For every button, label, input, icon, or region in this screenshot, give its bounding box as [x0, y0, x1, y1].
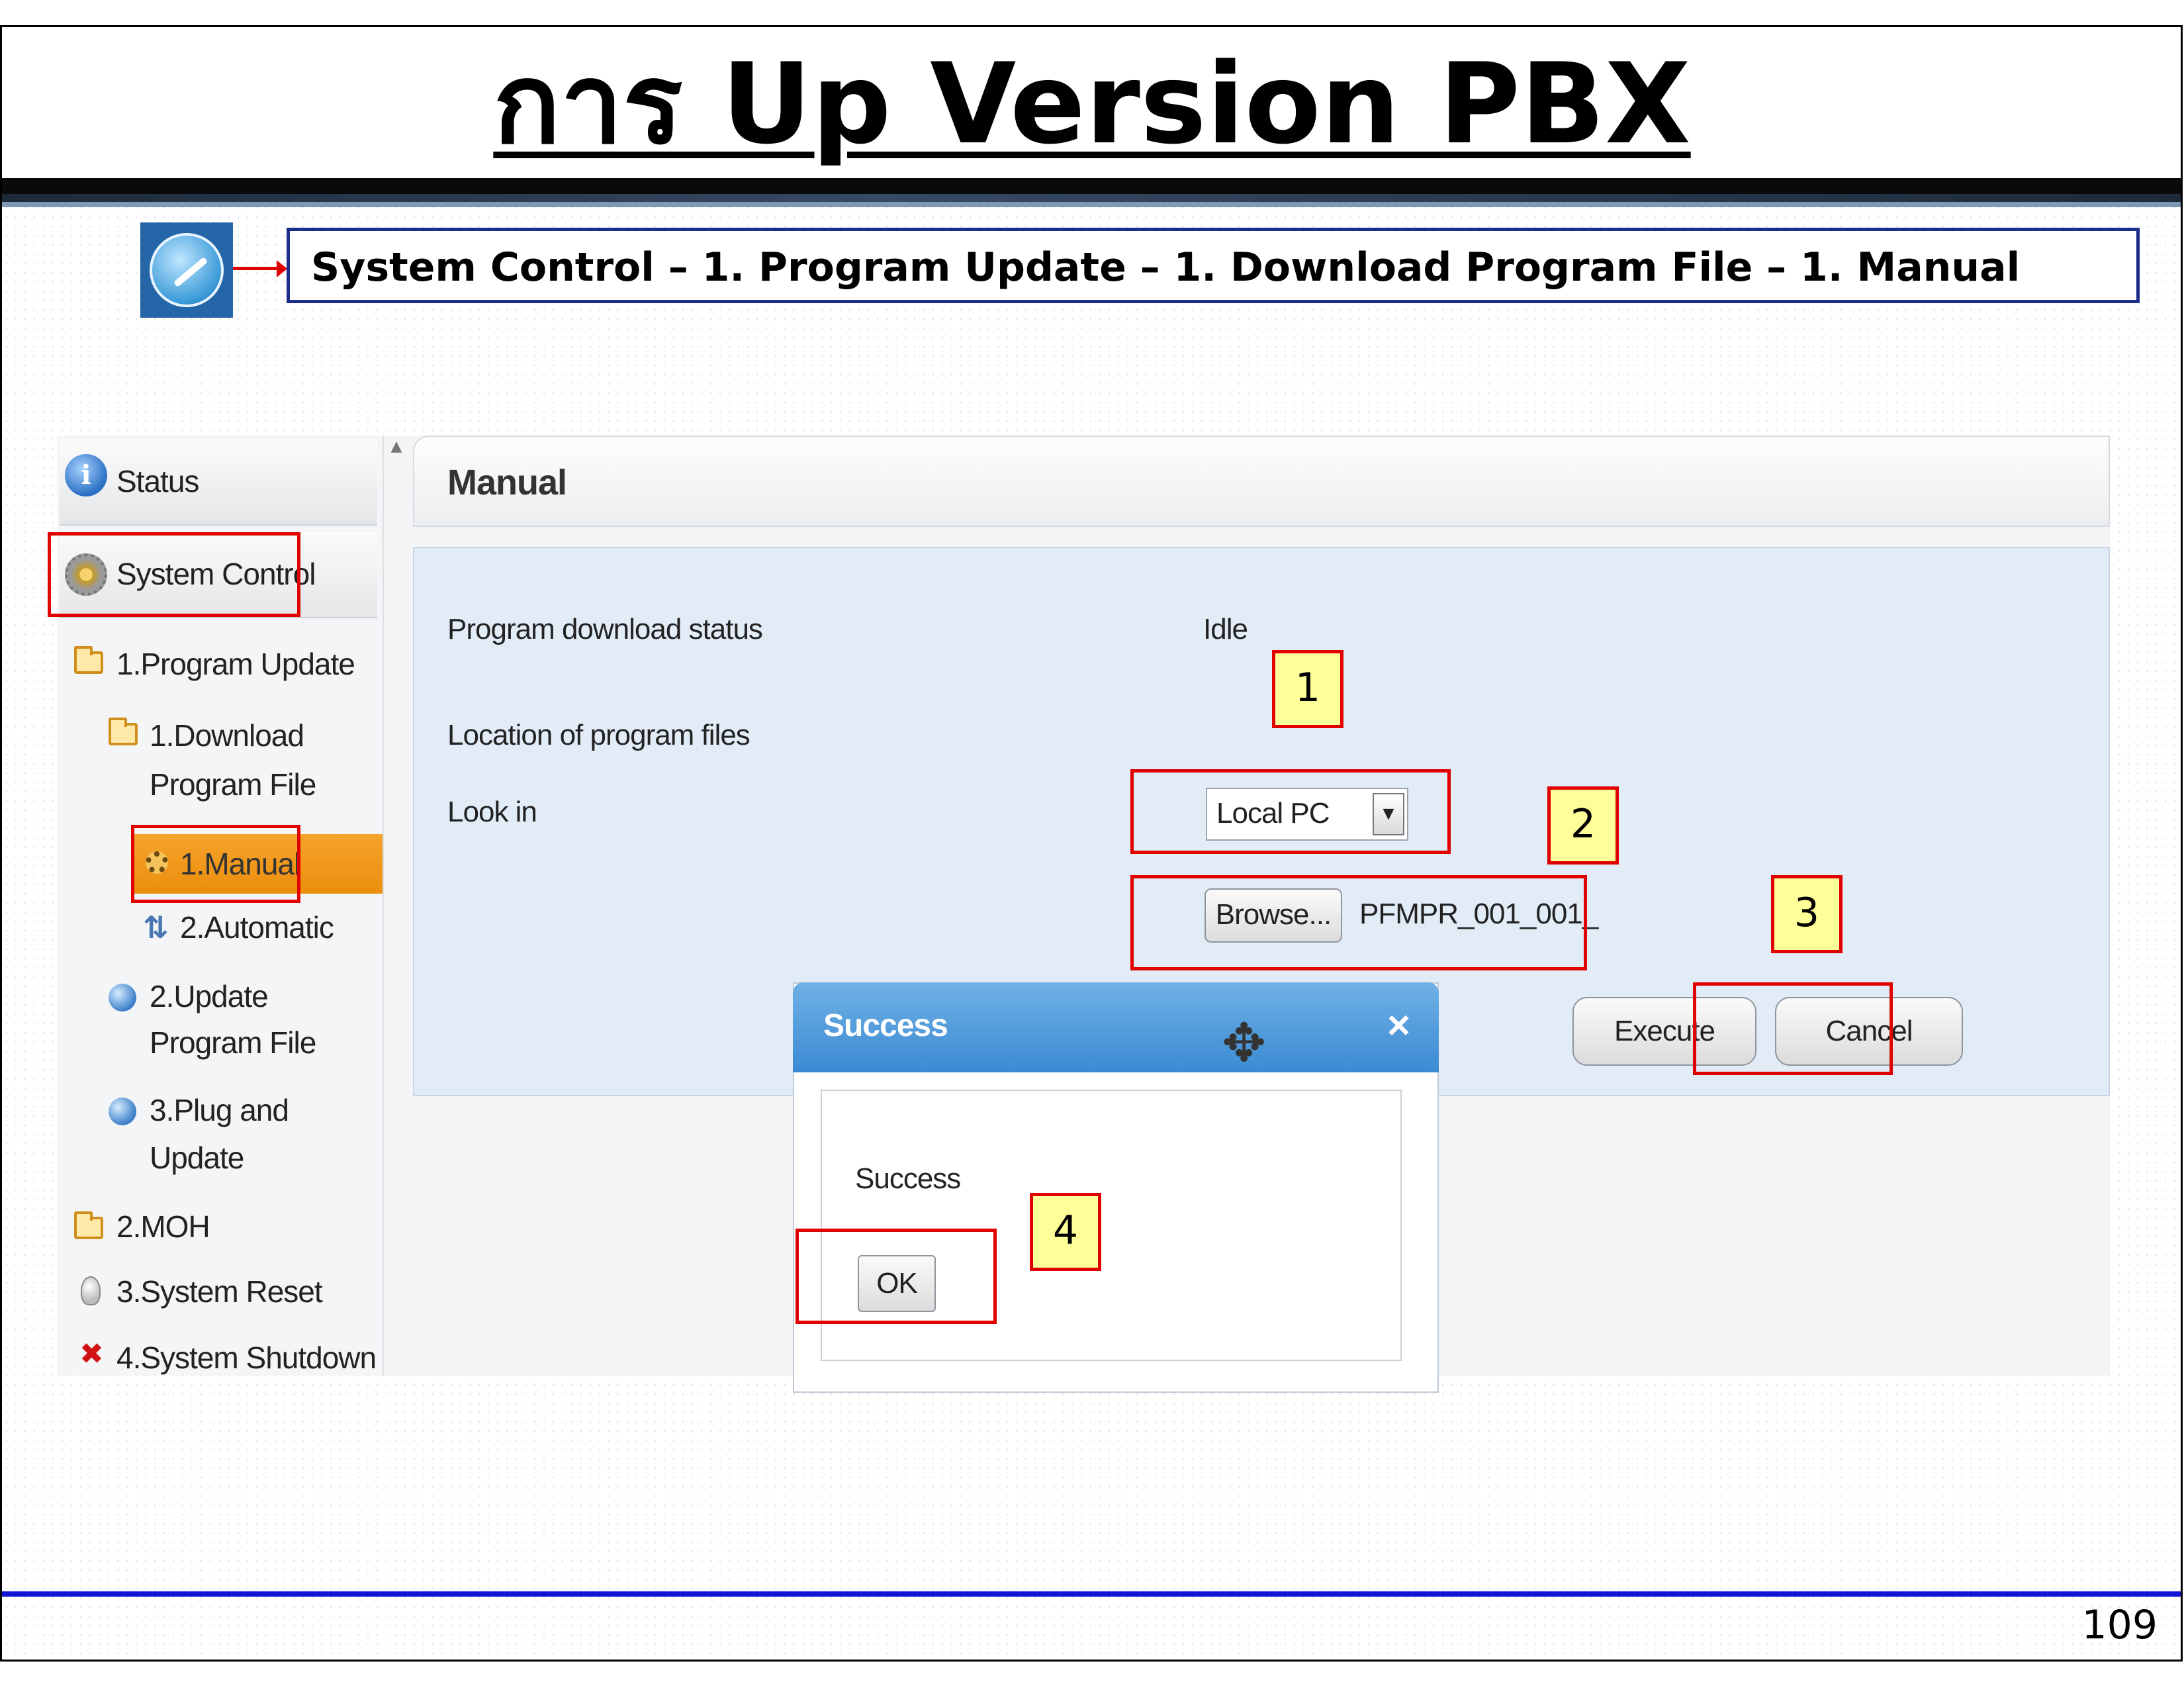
- page-number: 109: [2081, 1602, 2158, 1648]
- success-dialog: Success ✥ × Success OK: [793, 982, 1439, 1393]
- breadcrumb: System Control – 1. Program Update – 1. …: [287, 228, 2140, 303]
- step-4-badge: 4: [1030, 1193, 1101, 1271]
- highlight-execute: [1693, 982, 1893, 1075]
- panel-header: Manual: [413, 436, 2110, 527]
- folder-icon: [74, 1211, 103, 1239]
- file-name-field[interactable]: PFMPR_001_001_: [1359, 898, 1598, 930]
- title-divider-gradient: [2, 194, 2181, 202]
- bulb-icon: [81, 1276, 101, 1305]
- gear-icon: [65, 553, 107, 596]
- pbx-screenshot: i Status System Control 1.Program Update…: [57, 436, 2110, 1393]
- cancel-button[interactable]: Cancel: [1775, 997, 1963, 1066]
- dialog-title-bar[interactable]: Success ✥ ×: [793, 982, 1439, 1072]
- look-in-label: Look in: [447, 796, 537, 828]
- footer-divider: [2, 1591, 2181, 1597]
- browse-button[interactable]: Browse...: [1205, 888, 1342, 943]
- sidebar-item-manual[interactable]: 1.Manual: [134, 834, 383, 894]
- info-icon: i: [65, 454, 107, 496]
- move-cursor-icon: ✥: [1222, 1012, 1267, 1074]
- scroll-up-arrow-icon[interactable]: ▲: [390, 438, 402, 455]
- sidebar-item-status[interactable]: i Status: [60, 440, 377, 526]
- dialog-message: Success: [855, 1162, 961, 1195]
- slide-title: การ Up Version PBX: [493, 39, 1691, 169]
- look-in-select[interactable]: Local PC ▼: [1206, 788, 1408, 841]
- dialog-content: Success OK: [821, 1090, 1402, 1361]
- up-down-arrow-icon: ⇅: [143, 910, 169, 945]
- panel-title: Manual: [447, 463, 567, 502]
- title-divider: [2, 178, 2181, 194]
- close-icon[interactable]: ×: [1387, 1003, 1410, 1047]
- highlight-ok: [796, 1229, 997, 1324]
- execute-button[interactable]: Execute: [1572, 997, 1756, 1066]
- download-status-value: Idle: [1203, 613, 1248, 645]
- highlight-look-in: [1130, 769, 1451, 854]
- step-3-badge: 3: [1771, 875, 1843, 953]
- highlight-system-control: [48, 532, 300, 617]
- highlight-manual: [131, 825, 300, 903]
- globe-icon: [109, 984, 136, 1011]
- globe-icon: [109, 1098, 136, 1125]
- location-label: Location of program files: [447, 719, 751, 751]
- highlight-browse: [1130, 875, 1587, 970]
- gear-icon: [146, 851, 168, 874]
- download-status-label: Program download status: [447, 613, 763, 645]
- breadcrumb-text: System Control – 1. Program Update – 1. …: [311, 244, 2021, 291]
- title-divider-light: [2, 202, 2181, 207]
- dialog-title: Success: [823, 1008, 948, 1043]
- system-control-icon: [140, 222, 233, 318]
- title-area: [2, 27, 2181, 178]
- sidebar-item-system-control[interactable]: System Control: [60, 532, 377, 618]
- arrow-head-icon: [277, 260, 287, 277]
- folder-open-icon: [109, 718, 138, 745]
- ok-button[interactable]: OK: [858, 1255, 936, 1312]
- folder-open-icon: [74, 646, 103, 674]
- arrow-icon: [233, 267, 279, 270]
- chevron-down-icon[interactable]: ▼: [1373, 793, 1404, 835]
- step-2-badge: 2: [1547, 786, 1619, 865]
- shutdown-x-icon: ✖: [79, 1337, 104, 1371]
- step-1-badge: 1: [1272, 650, 1343, 728]
- sidebar: i Status System Control 1.Program Update…: [57, 436, 384, 1376]
